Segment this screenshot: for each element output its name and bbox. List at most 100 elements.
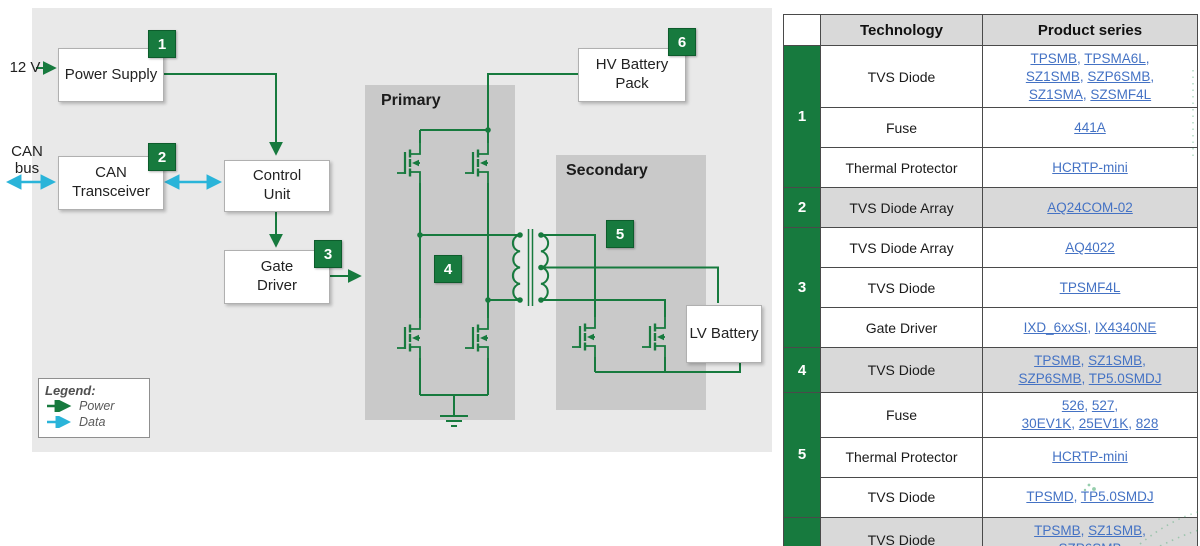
primary-region: Primary [365, 85, 515, 420]
product-link[interactable]: TPSMA6L [1084, 51, 1146, 66]
table-row: TVS Diode TPSMF4L [784, 267, 1198, 309]
product-series-cell: HCRTP-mini [982, 147, 1198, 189]
group-number-cell: 6 [783, 516, 821, 546]
group-number-cell: 4 [783, 347, 821, 394]
technology-cell: TVS Diode Array [820, 227, 983, 269]
product-series-cell: TPSMB, SZ1SMB,SZP6SMB [982, 516, 1198, 546]
product-series-cell: TPSMF4L [982, 267, 1198, 309]
legend-power-label: Power [79, 399, 115, 413]
control-unit-block: Control Unit [224, 160, 330, 212]
product-link[interactable]: SZP6SMB [1087, 68, 1151, 84]
product-link[interactable]: 30EV1K [1021, 415, 1072, 431]
legend-data-label: Data [79, 415, 106, 429]
product-link[interactable]: SZ1SMB [1088, 522, 1143, 538]
technology-cell: TVS Diode [820, 516, 983, 546]
product-link[interactable]: SZ1SMB [1025, 68, 1080, 84]
product-series-cell: AQ4022 [982, 227, 1198, 269]
technology-cell: Thermal Protector [820, 147, 983, 189]
group-number-cell: 1 [783, 44, 821, 189]
product-link[interactable]: TPSMB [1034, 522, 1081, 538]
product-link[interactable]: IX4340NE [1094, 320, 1157, 336]
product-link[interactable]: 441A [1074, 120, 1106, 136]
product-link[interactable]: TP5.0SMDJ [1080, 489, 1154, 505]
product-series-cell: 441A [982, 107, 1198, 149]
secondary-region: Secondary [556, 155, 706, 410]
product-series-cell: IXD_6xxSI, IX4340NE [982, 307, 1198, 349]
power-input-label: 12 V [9, 59, 41, 76]
product-link[interactable]: TPSMD [1026, 489, 1074, 505]
table-row: Thermal Protector HCRTP-mini [784, 436, 1198, 478]
technology-cell: TVS Diode [820, 267, 983, 309]
product-link[interactable]: 527 [1091, 398, 1115, 414]
product-link[interactable]: 526 [1061, 398, 1085, 414]
product-link[interactable]: TPSMB [1030, 51, 1077, 66]
secondary-region-label: Secondary [566, 162, 648, 179]
lv-battery-block: LV Battery [686, 305, 762, 363]
product-link[interactable]: SZP6SMB [1018, 371, 1082, 387]
technology-cell: TVS Diode Array [820, 187, 983, 229]
product-link[interactable]: HCRTP-mini [1052, 449, 1128, 465]
technology-cell: Thermal Protector [820, 436, 983, 478]
technology-cell: Fuse [820, 392, 983, 438]
badge-3: 3 [314, 240, 342, 268]
can-transceiver-block: CAN Transceiver [58, 156, 164, 210]
product-series-header: Product series [982, 14, 1198, 46]
product-link[interactable]: SZ1SMA [1028, 86, 1083, 102]
product-link[interactable]: IXD_6xxSI [1023, 320, 1088, 336]
product-link[interactable]: TPSMB [1034, 353, 1081, 369]
product-link[interactable]: SZSMF4L [1090, 86, 1152, 102]
technology-header: Technology [820, 14, 983, 46]
product-link[interactable]: SZP6SMB [1058, 541, 1121, 546]
power-arrow-icon [47, 400, 72, 412]
technology-cell: TVS Diode [820, 347, 983, 394]
technology-cell: TVS Diode [820, 44, 983, 109]
product-series-cell: TPSMB, SZ1SMB,SZP6SMB, TP5.0SMDJ [982, 347, 1198, 394]
badge-4: 4 [434, 255, 462, 283]
group-number-cell: 5 [783, 392, 821, 518]
group-number-cell: 2 [783, 187, 821, 229]
group-number-cell: 3 [783, 227, 821, 349]
power-supply-block: Power Supply [58, 48, 164, 102]
data-arrow-icon [47, 416, 72, 428]
product-link[interactable]: AQ24COM-02 [1047, 200, 1133, 216]
legend-box: Legend: Power Data [38, 378, 150, 438]
technology-cell: TVS Diode [820, 476, 983, 518]
product-series-cell: TPSMD, TP5.0SMDJ [982, 476, 1198, 518]
product-link[interactable]: TPSMF4L [1059, 280, 1121, 296]
primary-region-label: Primary [381, 92, 441, 109]
badge-2: 2 [148, 143, 176, 171]
table-header-row: Technology Product series [783, 14, 1198, 46]
table-row: Thermal Protector HCRTP-mini [784, 147, 1198, 189]
product-link[interactable]: AQ4022 [1065, 240, 1115, 256]
hv-battery-pack-block: HV Battery Pack [578, 48, 686, 102]
product-series-cell: AQ24COM-02 [982, 187, 1198, 229]
badge-5: 5 [606, 220, 634, 248]
product-series-cell: TPSMB, TPSMA6L,SZ1SMB, SZP6SMB,SZ1SMA, S… [982, 44, 1198, 109]
can-bus-label: CAN bus [11, 143, 43, 178]
table-row: Fuse 441A [784, 107, 1198, 149]
technology-cell: Gate Driver [820, 307, 983, 349]
product-link[interactable]: SZ1SMB [1088, 353, 1143, 369]
product-series-cell: 526, 527,30EV1K, 25EV1K, 828 [982, 392, 1198, 438]
product-link[interactable]: TP5.0SMDJ [1088, 371, 1162, 387]
gate-driver-block: Gate Driver [224, 250, 330, 304]
product-link[interactable]: 828 [1135, 415, 1159, 431]
product-link[interactable]: 25EV1K [1078, 415, 1129, 431]
product-series-cell: HCRTP-mini [982, 436, 1198, 478]
product-link[interactable]: HCRTP-mini [1052, 160, 1128, 176]
technology-cell: Fuse [820, 107, 983, 149]
legend-title: Legend: [45, 383, 96, 398]
table-corner-cell [783, 14, 821, 46]
